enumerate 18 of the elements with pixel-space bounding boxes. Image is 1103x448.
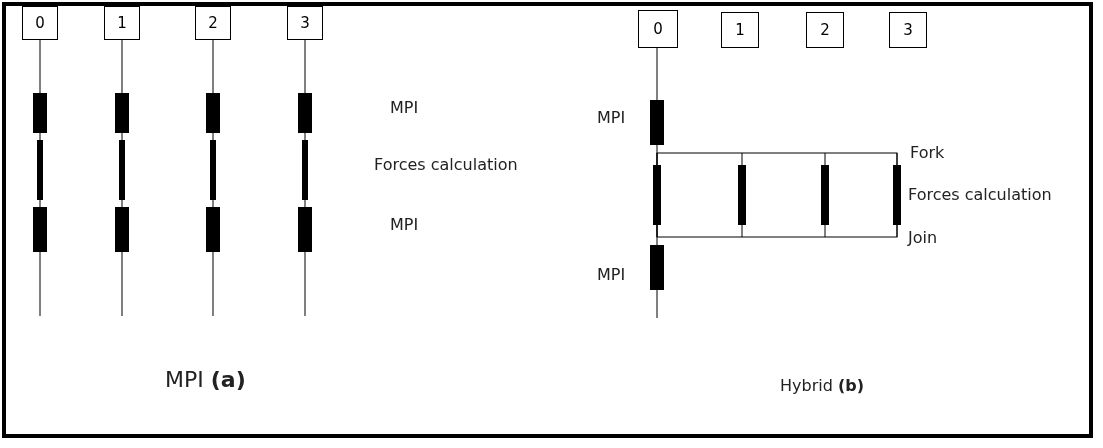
panel-caption: Hybrid (b)	[780, 376, 864, 395]
phase-label: MPI	[597, 265, 626, 284]
process-box: 3	[889, 12, 927, 48]
process-box: 0	[638, 10, 678, 48]
panel-caption: MPI (a)	[165, 367, 246, 392]
process-box: 1	[721, 12, 759, 48]
phase-label: Join	[908, 228, 938, 247]
phase-label: Forces calculation	[908, 185, 1052, 204]
phase-label: Forces calculation	[374, 155, 518, 174]
process-box: 2	[806, 12, 844, 48]
process-box: 1	[104, 6, 140, 40]
process-box: 2	[195, 6, 231, 40]
phase-label: MPI	[597, 108, 626, 127]
phase-label: Fork	[910, 143, 945, 162]
phase-label: MPI	[390, 215, 419, 234]
process-box: 0	[22, 6, 58, 40]
phase-label: MPI	[390, 98, 419, 117]
process-box: 3	[287, 6, 323, 40]
